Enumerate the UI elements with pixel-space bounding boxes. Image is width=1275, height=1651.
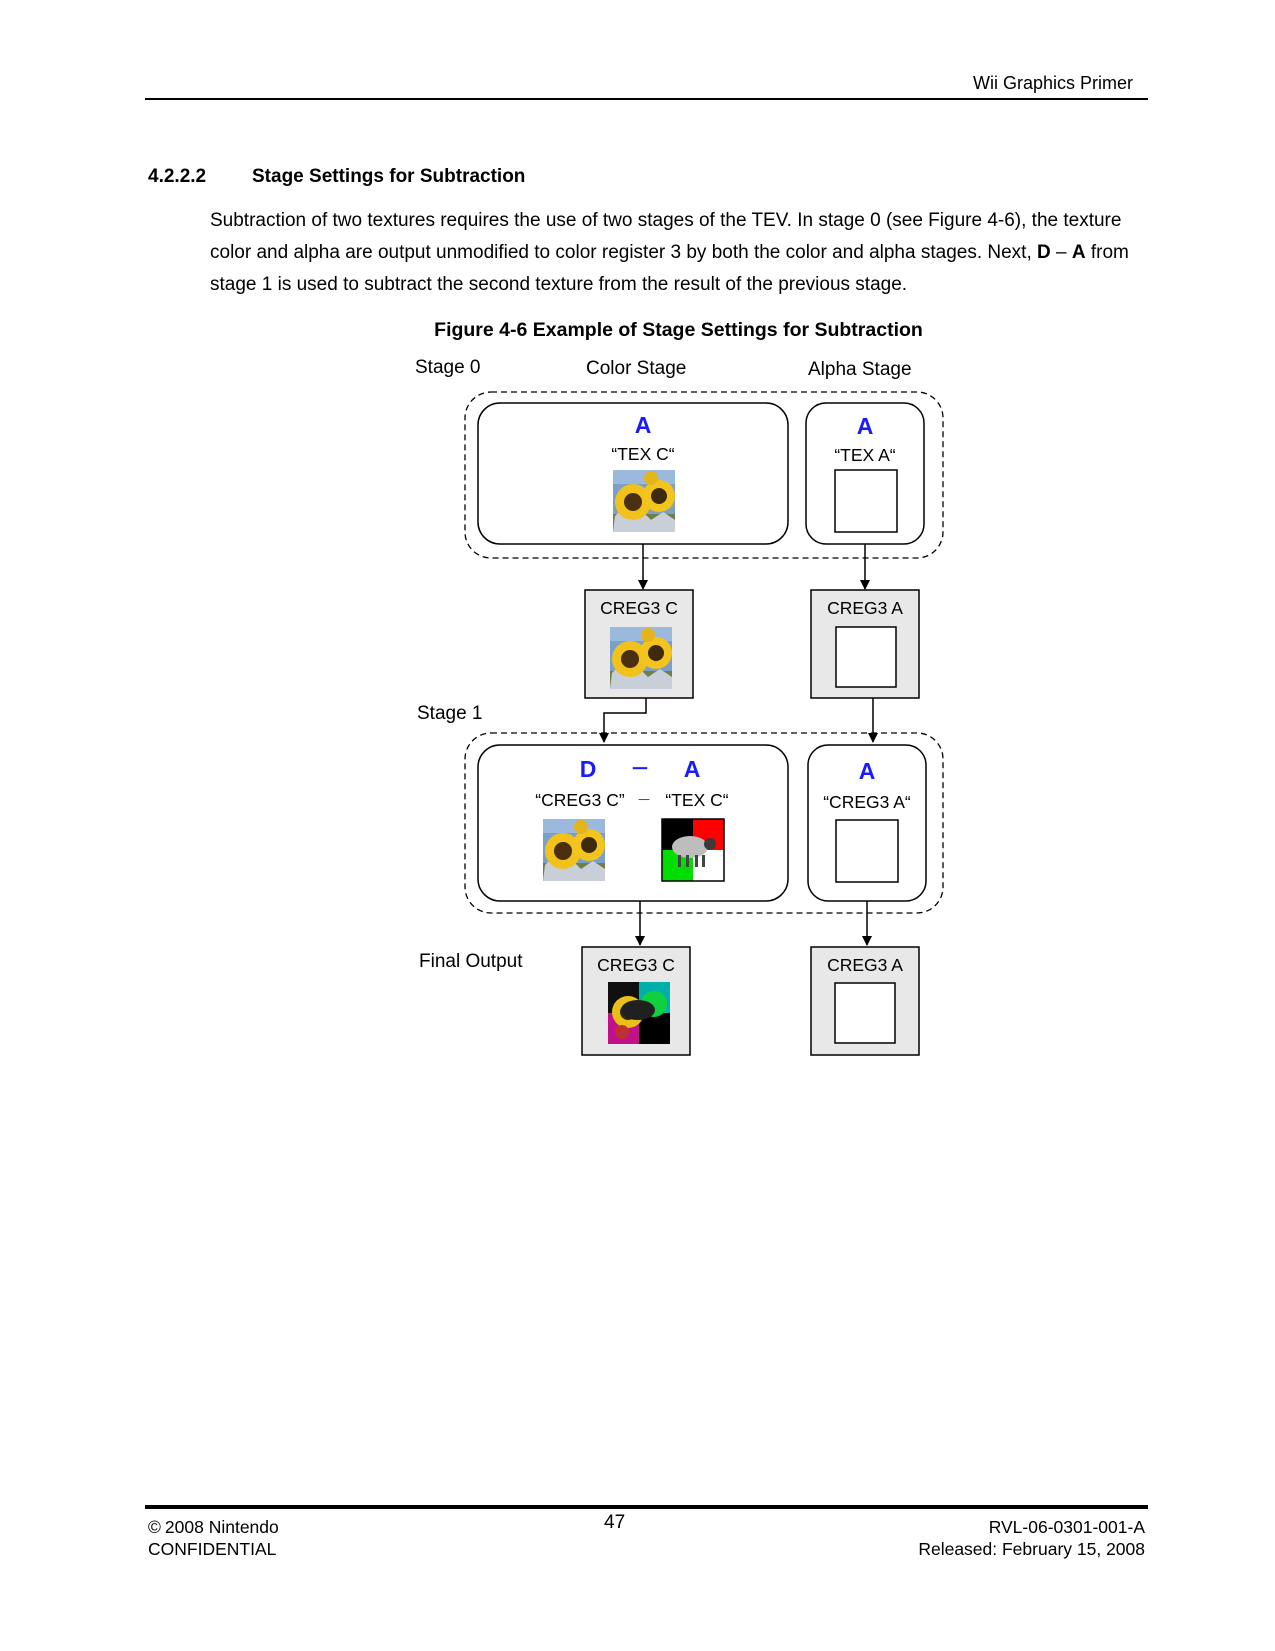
stage0-color-input: “TEX C“ xyxy=(611,444,674,464)
stage1-op-a: A xyxy=(684,756,701,782)
reg1-alpha-label: CREG3 A xyxy=(827,598,903,618)
stage1-op-minus: － xyxy=(630,759,649,780)
body-text-part1: Subtraction of two textures requires the… xyxy=(210,210,1122,263)
stage1-sunflower-texture xyxy=(543,819,605,881)
footer-right: RVL-06-0301-001-A Released: February 15,… xyxy=(918,1516,1145,1560)
section-number: 4.2.2.2 xyxy=(148,166,207,187)
footer-doc-id: RVL-06-0301-001-A xyxy=(988,1517,1145,1537)
sunflower-texture xyxy=(613,470,675,532)
final-alpha-swatch xyxy=(834,982,896,1044)
page-number: 47 xyxy=(604,1512,626,1533)
body-paragraph: Subtraction of two textures requires the… xyxy=(210,205,1150,301)
final-color-label: CREG3 C xyxy=(597,955,675,975)
stage1-alpha-op: A xyxy=(859,758,876,784)
body-text-part2: from stage 1 is used to subtract the sec… xyxy=(210,242,1129,295)
footer-rule xyxy=(145,1505,1148,1509)
section-title: Stage Settings for Subtraction xyxy=(252,166,526,187)
stage1-input-a: “TEX C“ xyxy=(665,790,728,810)
arrow-reg1-color xyxy=(599,698,647,743)
stage1-input-d: “CREG3 C” xyxy=(535,790,625,810)
header-rule xyxy=(145,98,1148,100)
final-result-texture xyxy=(608,982,670,1044)
stage0-label: Stage 0 xyxy=(415,357,481,378)
stage1-alpha-swatch xyxy=(835,819,899,883)
body-bold-d: D xyxy=(1037,242,1051,263)
copyright-symbol: © xyxy=(148,1517,161,1537)
stage1-input-minus: － xyxy=(636,792,651,809)
footer-left: ©2008 Nintendo CONFIDENTIAL xyxy=(148,1516,279,1560)
stage1-sheep-texture xyxy=(661,818,725,882)
stage1-label: Stage 1 xyxy=(417,703,483,724)
stage0-alpha-input: “TEX A“ xyxy=(834,445,895,465)
final-output-label: Final Output xyxy=(419,951,523,972)
header-title: Wii Graphics Primer xyxy=(972,73,1133,93)
body-dash: – xyxy=(1050,242,1072,263)
stage1-op-d: D xyxy=(580,756,597,782)
figure-caption: Figure 4-6 Example of Stage Settings for… xyxy=(434,319,923,341)
reg1-alpha-swatch xyxy=(835,626,897,688)
footer-confidential: CONFIDENTIAL xyxy=(148,1539,277,1559)
stage0-alpha-op: A xyxy=(857,413,874,439)
final-alpha-label: CREG3 A xyxy=(827,955,903,975)
reg1-color-label: CREG3 C xyxy=(600,598,678,618)
alpha-texture-swatch xyxy=(834,469,898,533)
alpha-stage-header: Alpha Stage xyxy=(808,359,912,380)
stage1-group xyxy=(464,732,944,914)
body-bold-a: A xyxy=(1071,242,1086,263)
color-stage-header: Color Stage xyxy=(586,358,686,379)
footer-copyright: 2008 Nintendo xyxy=(164,1517,279,1537)
stage1-alpha-input: “CREG3 A“ xyxy=(823,792,911,812)
stage0-group xyxy=(464,391,944,559)
stage0-color-op: A xyxy=(635,412,652,438)
footer-released: Released: February 15, 2008 xyxy=(918,1539,1145,1559)
reg1-sunflower-texture xyxy=(610,627,672,689)
